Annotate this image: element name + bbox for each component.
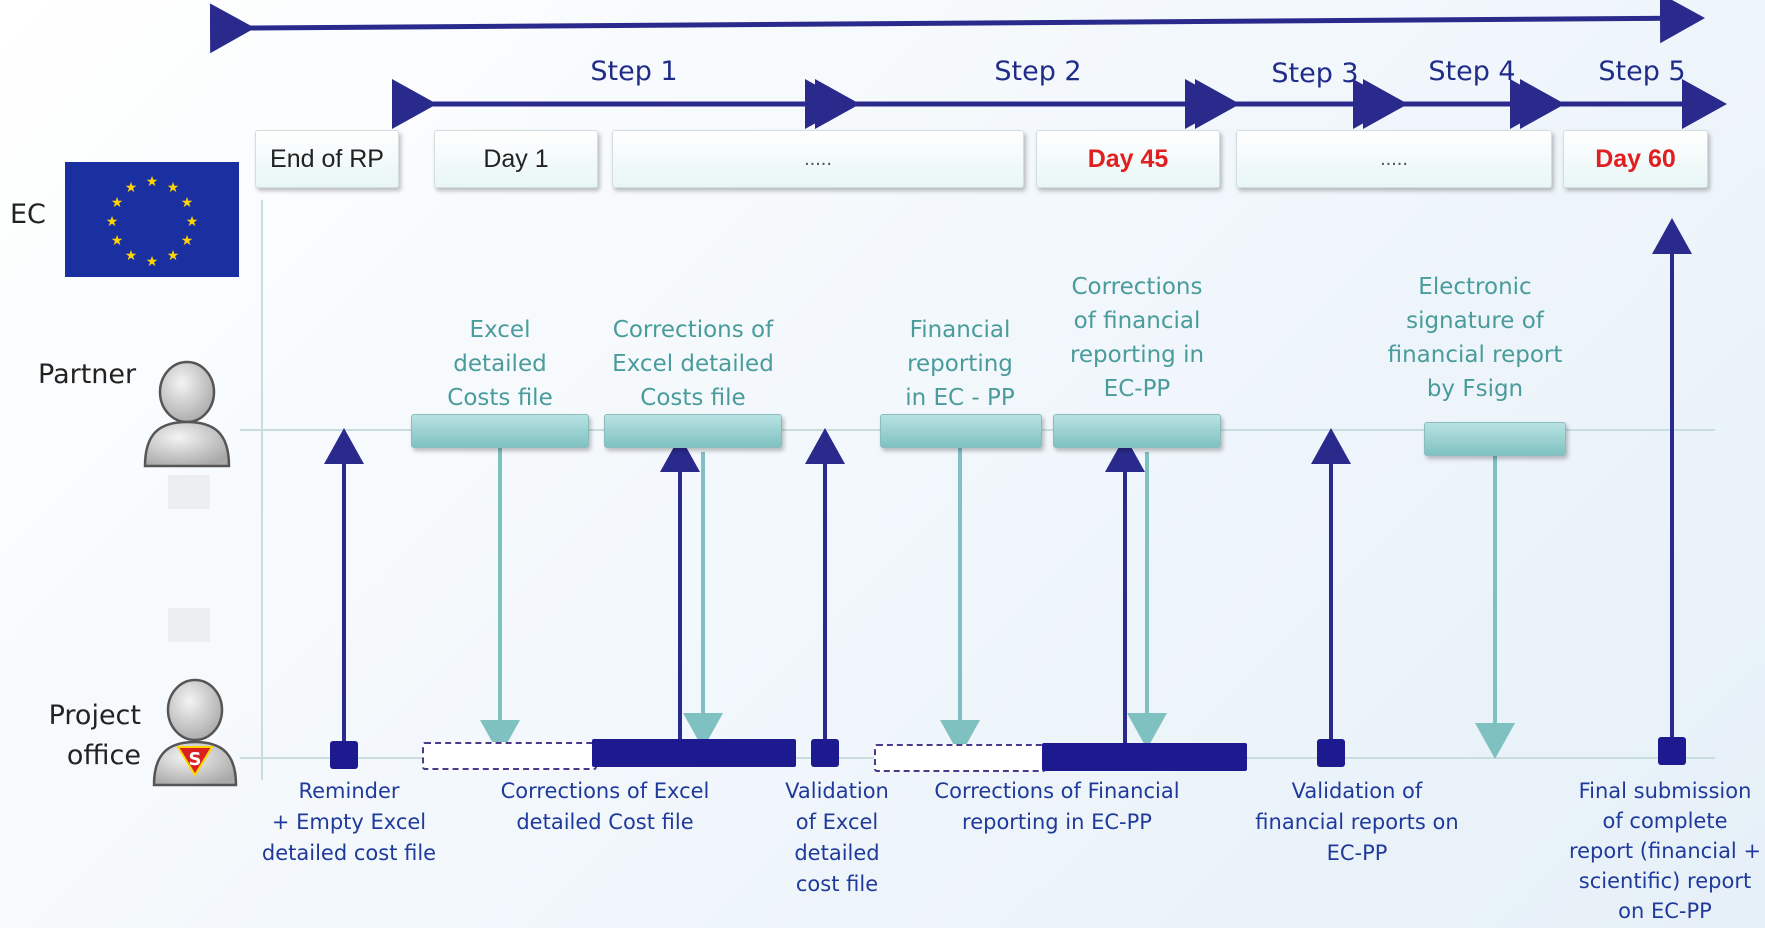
partner-action-electronic-signature: Electronic signature of financial report… [1388,270,1563,406]
partner-task-bar-financial [880,414,1042,448]
svg-text:★: ★ [167,248,180,264]
timeline-box-ellipsis-1: ..... [612,130,1024,188]
partner-person-icon [140,358,235,470]
partner-label: Partner [38,359,137,390]
svg-text:★: ★ [146,174,159,190]
svg-text:S: S [189,749,202,770]
step-4-label: Step 4 [1428,56,1516,87]
step-2-label: Step 2 [994,56,1082,87]
office-waiting-excel [422,742,597,770]
note-line: Reminder [298,779,400,803]
office-action-final-submission: Final submission of complete report (fin… [1569,776,1761,926]
step-1-label: Step 1 [590,56,678,87]
svg-text:★: ★ [111,195,124,211]
project-office-label: Project office [45,696,141,776]
office-action-reminder: Reminder + Empty Excel detailed cost fil… [262,776,436,869]
note-line: in EC - PP [905,385,1015,411]
ec-label: EC [10,199,46,230]
note-line: Final submission [1578,779,1752,803]
note-line: financial reports on [1255,810,1459,834]
partner-action-excel-file: Excel detailed Costs file [447,313,552,415]
project-office-label-line-2: office [66,740,141,771]
note-line: reporting [907,351,1013,377]
step-5-label: Step 5 [1598,56,1686,87]
note-line: detailed cost file [261,841,437,865]
note-line: EC-PP [1326,841,1388,865]
svg-text:★: ★ [146,254,159,270]
partner-task-bar-excel-corrections [604,414,782,448]
partner-task-bar-fsign [1424,422,1566,456]
svg-text:★: ★ [181,195,194,211]
note-line: Costs file [447,385,553,411]
note-line: by Fsign [1426,376,1524,402]
note-line: Corrections of Financial [934,779,1180,803]
timeline-box-day-45: Day 45 [1036,130,1220,188]
note-line: of Excel [795,810,879,834]
office-action-financial-validation: Validation of financial reports on EC-PP [1255,776,1458,869]
note-line: Corrections of [612,317,774,343]
note-line: detailed [794,841,880,865]
placeholder-square-1 [168,475,210,509]
note-line: signature of [1406,308,1544,334]
note-line: Validation of [1291,779,1423,803]
office-milestone-excel-validation [811,739,839,767]
note-line: report (financial + [1568,839,1762,863]
svg-text:★: ★ [106,214,119,230]
office-task-bar-financial-corrections [1042,743,1247,771]
svg-text:★: ★ [111,233,124,249]
note-line: detailed [453,351,547,377]
office-milestone-financial-validation [1317,739,1345,767]
note-line: Corrections [1071,274,1203,300]
note-line: Validation [785,779,889,803]
note-line: Corrections of Excel [500,779,710,803]
svg-text:★: ★ [125,248,138,264]
note-line: of complete [1602,809,1728,833]
office-action-excel-validation: Validation of Excel detailed cost file [785,776,889,900]
office-action-excel-corrections: Corrections of Excel detailed Cost file [501,776,710,838]
svg-text:★: ★ [186,214,199,230]
note-line: of financial [1073,308,1201,334]
timeline-box-end-of-rp: End of RP [255,130,399,188]
partner-task-bar-financial-corrections [1053,414,1221,448]
timeline-box-ellipsis-2: ..... [1236,130,1552,188]
note-line: reporting in [1069,342,1205,368]
note-line: cost file [795,872,879,896]
note-line: financial report [1387,342,1563,368]
partner-action-financial-reporting: Financial reporting in EC - PP [905,313,1015,415]
svg-text:★: ★ [167,180,180,196]
note-line: on EC-PP [1618,899,1712,923]
timeline-box-day-60: Day 60 [1563,130,1708,188]
note-line: Excel [469,317,531,343]
office-action-financial-corrections: Corrections of Financial reporting in EC… [934,776,1179,838]
note-line: Electronic [1418,274,1532,300]
office-waiting-financial [874,744,1046,772]
timeline-box-day-1: Day 1 [434,130,598,188]
note-line: Financial [909,317,1011,343]
note-line: detailed Cost file [516,810,694,834]
partner-action-excel-corrections: Corrections of Excel detailed Costs file [612,313,774,415]
note-line: reporting in EC-PP [962,810,1152,834]
overall-period-arrow [209,0,1705,54]
step-3-label: Step 3 [1271,58,1359,89]
office-task-bar-excel-corrections [592,739,796,767]
note-line: + Empty Excel [271,810,427,834]
svg-text:★: ★ [181,233,194,249]
project-office-superhero-icon: S [150,675,240,790]
note-line: Excel detailed [612,351,774,377]
office-milestone-reminder [330,741,358,769]
partner-action-financial-corrections: Corrections of financial reporting in EC… [1070,270,1204,406]
office-milestone-final-submission [1658,737,1686,765]
project-office-label-line-1: Project [48,700,141,731]
note-line: EC-PP [1103,376,1171,402]
partner-task-bar-excel [411,414,589,448]
placeholder-square-2 [168,608,210,642]
svg-text:★: ★ [125,180,138,196]
note-line: scientific) report [1578,869,1752,893]
note-line: Costs file [640,385,746,411]
eu-flag-icon: ★ ★ ★ ★ ★ ★ ★ ★ ★ ★ ★ ★ [65,162,239,277]
